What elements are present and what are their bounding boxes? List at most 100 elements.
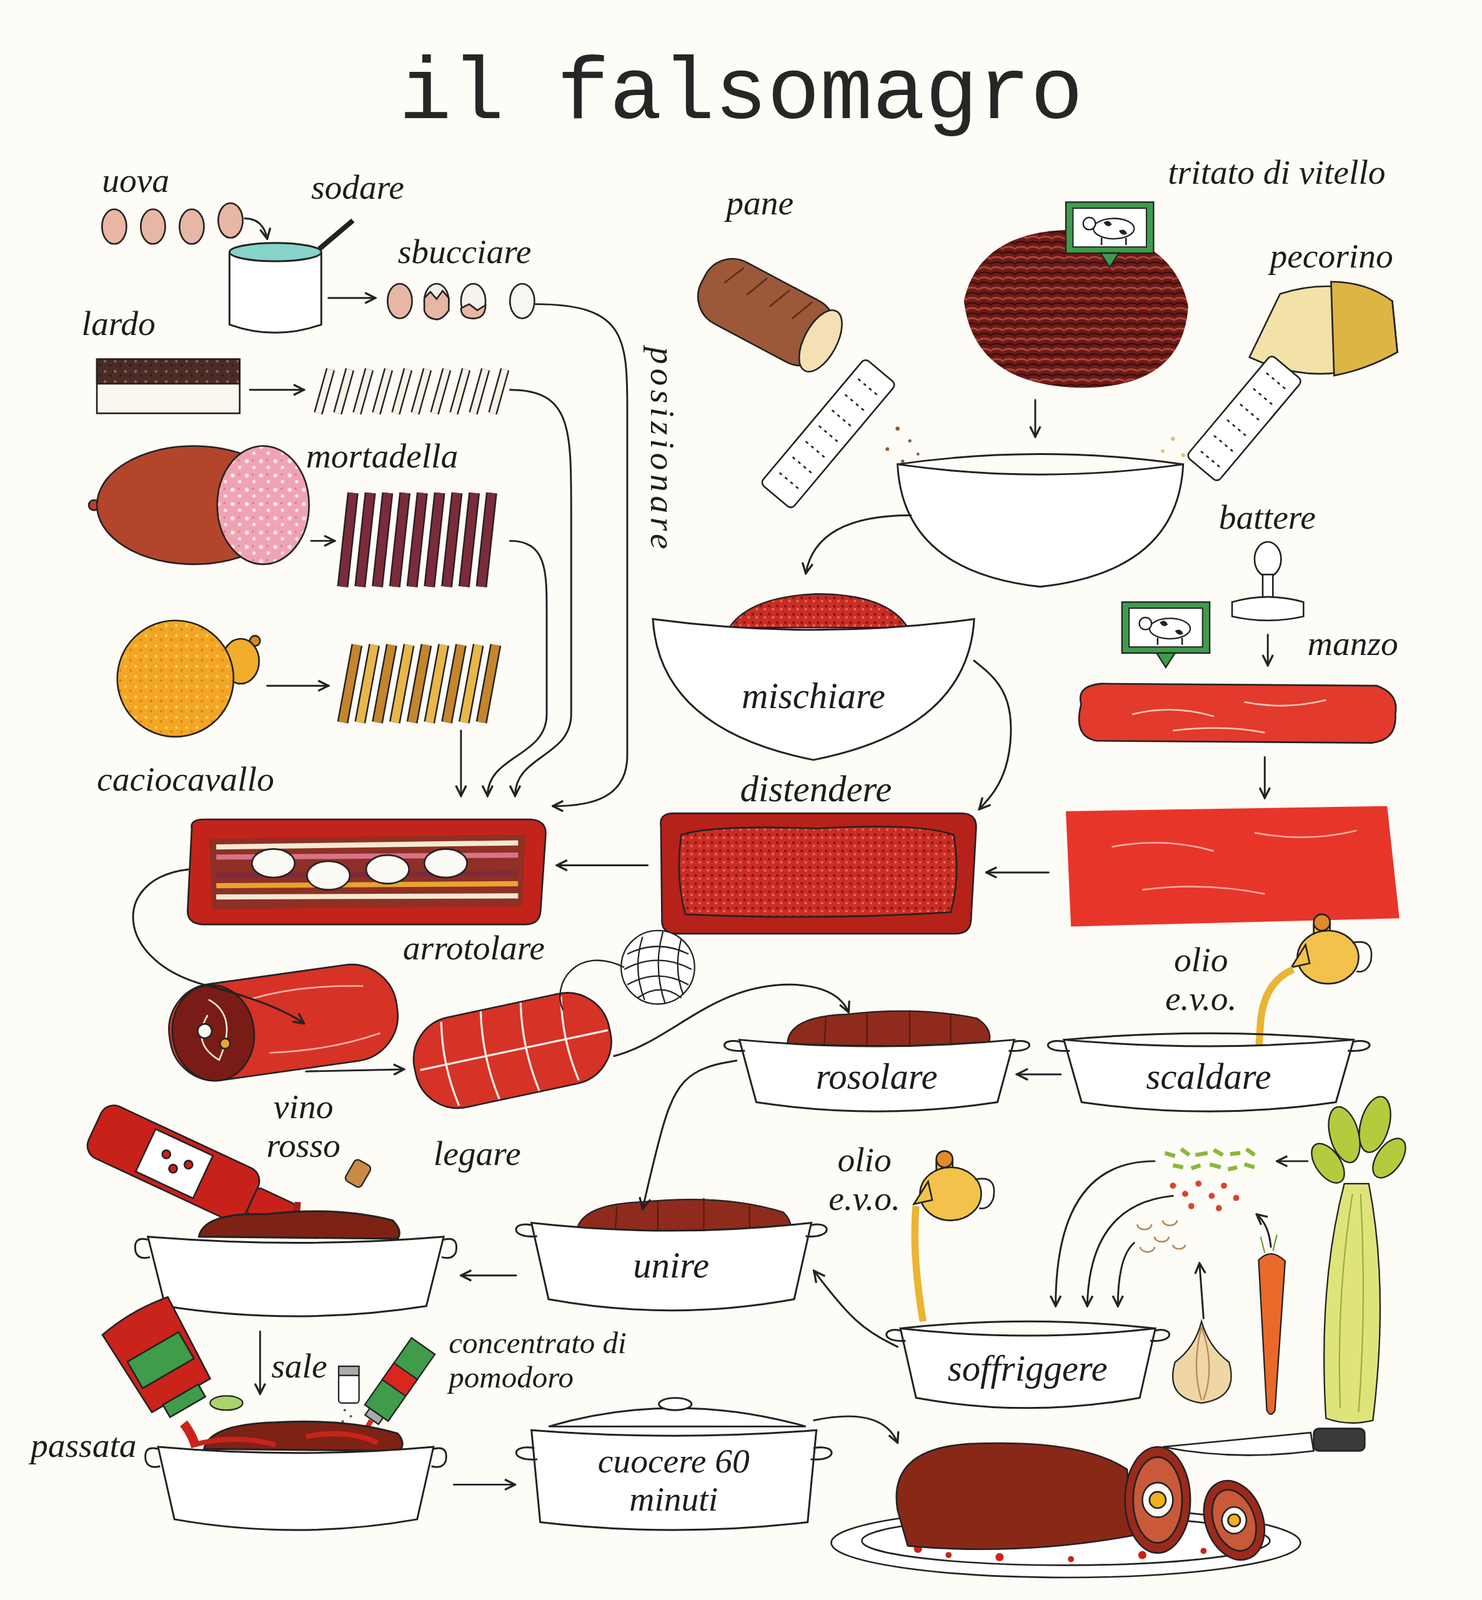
flow-arrow: [453, 1483, 515, 1486]
lard-strips: [318, 369, 505, 413]
mortadella-strips: [343, 492, 492, 587]
caciocavallo-strips: [343, 644, 497, 723]
meat-pounder: [1232, 596, 1304, 621]
celery: [1339, 1193, 1364, 1412]
pot: [229, 220, 354, 334]
beef-slice: [1079, 683, 1396, 743]
meat-pounder: [1262, 574, 1273, 597]
oil-stream: [914, 1205, 923, 1321]
served-falsomagro: [1200, 1547, 1207, 1554]
chopped-vegetables: [1137, 1148, 1255, 1252]
flow-arrow: [133, 869, 304, 1024]
ingredient-label: tritato di vitello: [1167, 153, 1393, 192]
salt-shaker: [349, 1414, 353, 1418]
wine-bottle: [160, 1148, 172, 1159]
filled-meat-tray: [187, 819, 546, 925]
meat-roll: [219, 1037, 231, 1050]
meat-roll: [196, 1022, 214, 1040]
chopped-vegetables: [1233, 1194, 1240, 1201]
ingredient-label: lardo: [81, 304, 156, 344]
tied-roll: [405, 984, 620, 1116]
mixing-bowl: [897, 454, 1184, 587]
grater: [1185, 354, 1303, 483]
ingredient-label: caciocavallo: [96, 759, 275, 799]
ingredient-label: olio e.v.o.: [815, 1140, 913, 1218]
pot: [229, 251, 322, 333]
ingredient-label: sale: [271, 1346, 327, 1386]
served-falsomagro: [1222, 1506, 1247, 1533]
filled-meat-tray: [216, 842, 518, 848]
passata-pan: [145, 1447, 447, 1467]
crumbs: [885, 426, 920, 463]
mortadella: [217, 446, 310, 565]
pot: [229, 243, 322, 262]
browning-roll: [787, 1010, 990, 1047]
wine-pan: [198, 1210, 400, 1239]
herb-slice: [209, 1395, 243, 1410]
caciocavallo-strips: [359, 644, 478, 723]
celery: [1305, 1137, 1351, 1189]
flow-arrow: [556, 864, 648, 866]
served-falsomagro: [1162, 1432, 1314, 1455]
wine-pan: [134, 1238, 457, 1258]
flow-arrow: [1267, 634, 1269, 666]
served-falsomagro: [1142, 1482, 1173, 1517]
caciocavallo: [117, 620, 234, 737]
salt-shaker: [343, 1408, 347, 1411]
crumbs: [1160, 436, 1185, 457]
mixing-bowl: mischiare: [652, 606, 975, 760]
peeled-eggs: [387, 283, 535, 320]
chopped-vegetables: [1208, 1192, 1215, 1199]
pan: rosolare: [736, 1028, 1018, 1121]
flow-arrow: [814, 1270, 898, 1347]
lard-strips: [318, 369, 505, 413]
beef-label: [1122, 601, 1210, 667]
flow-arrow: [306, 1069, 405, 1071]
ingredient-label: arrotolare: [402, 928, 545, 968]
caciocavallo-strips: [343, 644, 497, 723]
vessel-body: [652, 619, 975, 760]
chopped-vegetables: [1215, 1204, 1223, 1211]
string-ball: [624, 931, 692, 1003]
meat-tray: [660, 812, 976, 934]
served-falsomagro: [1149, 1491, 1166, 1508]
lard-strips: [318, 369, 505, 413]
passata-bottle: [100, 1293, 221, 1426]
crumbs: [908, 439, 912, 443]
title: il falsomagro: [0, 51, 1482, 139]
ingredient-label: passata: [30, 1425, 137, 1465]
bread: [687, 248, 852, 380]
oil-jug: [914, 1150, 995, 1221]
crumbs: [1160, 449, 1164, 453]
served-falsomagro: [1203, 1483, 1264, 1557]
vessel-body: [531, 1429, 816, 1530]
served-falsomagro: [1133, 1456, 1183, 1542]
ingredient-label: sodare: [311, 168, 405, 207]
meat-mound: [729, 593, 908, 628]
passata-bottle: [163, 1383, 206, 1417]
served-falsomagro: [1125, 1446, 1191, 1553]
passata-pan: [158, 1446, 434, 1530]
bread: [724, 261, 813, 324]
meat-mound: [729, 593, 908, 628]
filled-meat-tray: [216, 842, 518, 898]
filled-meat-tray: [187, 819, 546, 925]
chopped-vegetables: [1137, 1220, 1186, 1253]
step-label: cuocere 60 minuti: [581, 1441, 766, 1518]
handle: [885, 1329, 1169, 1341]
filled-meat-tray: [366, 854, 410, 884]
salt-shaker: [341, 1408, 353, 1423]
pot-lid: [548, 1397, 806, 1427]
vessel-body: [739, 1039, 1015, 1111]
served-falsomagro: [995, 1552, 1004, 1561]
grater: [1200, 372, 1286, 467]
meat-pounder: [1232, 541, 1304, 621]
step-label: rosolare: [815, 1056, 938, 1098]
peeled-eggs: [509, 283, 535, 319]
cooking-pot: cuocere 60 minuti: [528, 1425, 820, 1538]
served-falsomagro: [1138, 1550, 1147, 1559]
filled-meat-tray: [216, 895, 518, 897]
wine-bottle: [135, 1128, 213, 1198]
pan: soffriggere: [897, 1315, 1158, 1418]
served-falsomagro: [896, 1442, 1133, 1549]
